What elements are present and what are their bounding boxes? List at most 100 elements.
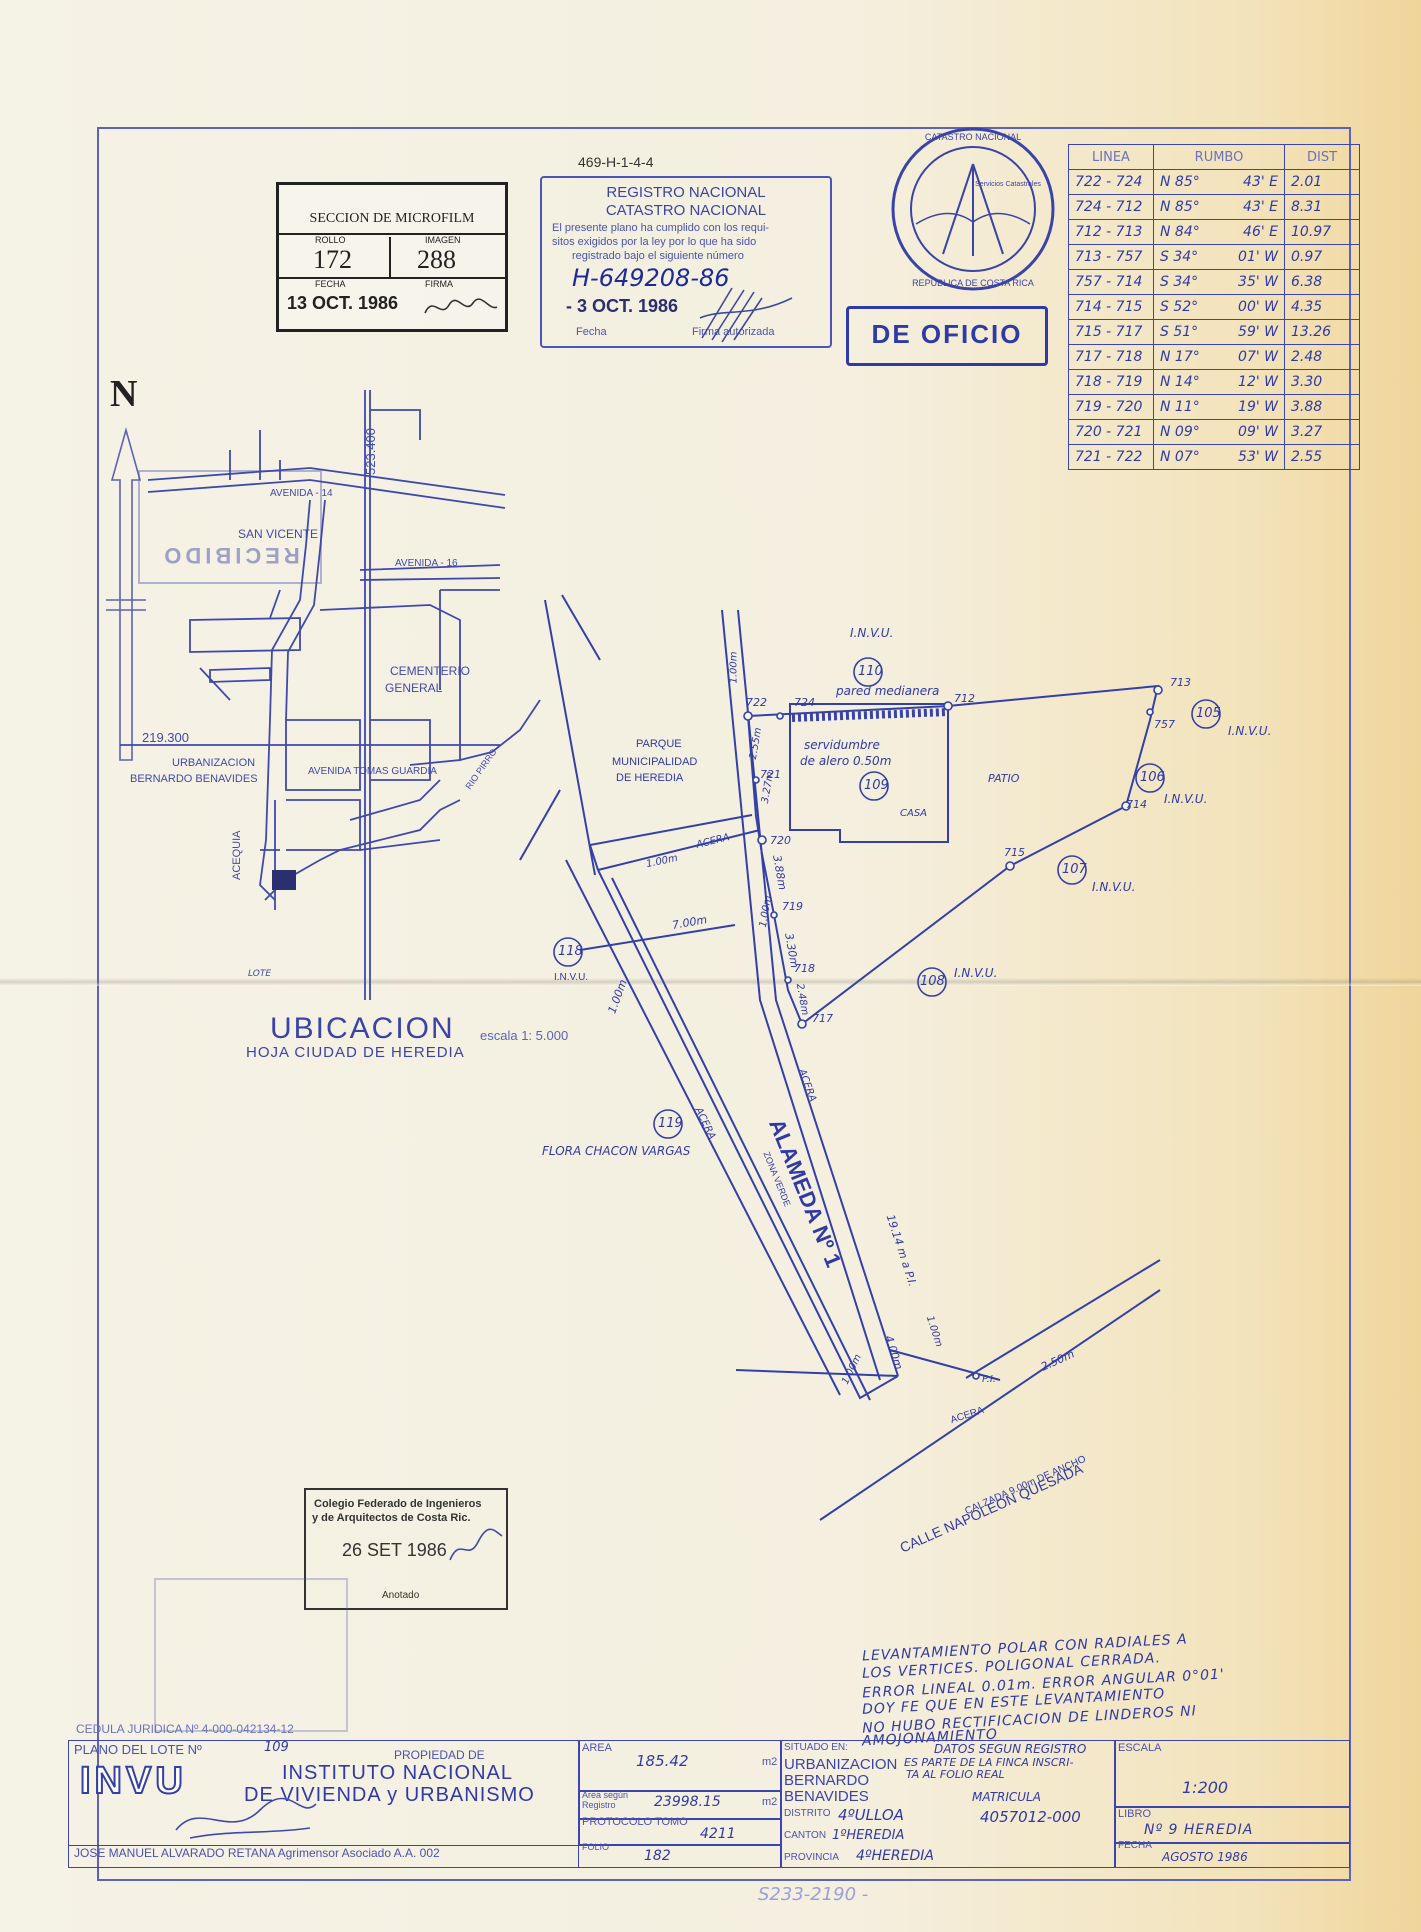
col-rumbo: RUMBO xyxy=(1153,144,1285,170)
canton-label: CANTON xyxy=(784,1830,827,1841)
escala-value: 1:200 xyxy=(1182,1778,1229,1797)
protocolo-label: PROTOCOLO TOMO xyxy=(582,1816,688,1828)
canton-value: 1ºHEREDIA xyxy=(832,1828,905,1843)
colegio-line2: y de Arquitectos de Costa Ric. xyxy=(312,1512,471,1524)
registro-fecha-label: Fecha xyxy=(576,326,607,338)
lot-105: 105 xyxy=(1196,706,1221,721)
seal-bottom: REPUBLICA DE COSTA RICA xyxy=(912,278,1034,288)
datos-3: TA AL FOLIO REAL xyxy=(906,1768,1005,1781)
casa-label: CASA xyxy=(900,808,928,819)
avenida-16: AVENIDA - 16 xyxy=(395,558,458,569)
col-dist: DIST xyxy=(1284,144,1360,170)
situado-3: BENAVIDES xyxy=(784,1788,869,1805)
ubicacion-hoja: HOJA CIUDAD DE HEREDIA xyxy=(246,1044,465,1061)
area-label: AREA xyxy=(582,1742,612,1754)
area-reg-label2: Registro xyxy=(582,1800,616,1810)
san-vicente: SAN VICENTE xyxy=(238,527,318,541)
area-reg-value: 23998.15 xyxy=(654,1794,721,1810)
area-reg-cell xyxy=(578,1790,782,1820)
invu-106: I.N.V.U. xyxy=(1164,792,1208,806)
cementerio: CEMENTERIO xyxy=(390,664,470,678)
vertex-718: 718 xyxy=(794,962,815,975)
libro-cell xyxy=(1114,1806,1350,1844)
servidumbre-2: de alero 0.50m xyxy=(800,754,892,768)
lot-118: 118 xyxy=(558,944,583,959)
bernardo: BERNARDO BENAVIDES xyxy=(130,773,258,785)
area-reg-unit: m2 xyxy=(762,1796,778,1808)
libro-value: Nº 9 HEREDIA xyxy=(1144,1822,1254,1838)
rollo-value: 172 xyxy=(313,245,352,274)
provincia-value: 4ºHEREDIA xyxy=(856,1848,934,1864)
colegio-anotado: Anotado xyxy=(382,1590,420,1601)
lote-label: LOTE xyxy=(248,969,271,979)
invu-105: I.N.V.U. xyxy=(1228,724,1272,738)
colegio-stamp: Colegio Federado de Ingenieros y de Arqu… xyxy=(304,1488,508,1610)
faded-stamp xyxy=(154,1578,348,1732)
vertex-714: 714 xyxy=(1126,798,1147,811)
folio-label: FOLIO xyxy=(582,1842,610,1852)
matricula-value: 4057012-000 xyxy=(980,1808,1081,1826)
situado-1: URBANIZACION xyxy=(784,1756,898,1773)
ubicacion-title: UBICACION xyxy=(270,1012,455,1045)
escala-cell xyxy=(1114,1740,1350,1808)
vertex-757: 757 xyxy=(1154,718,1175,731)
north-label: N xyxy=(110,373,138,415)
escala-label: ESCALA xyxy=(1118,1742,1162,1754)
file-code: 469-H-1-4-4 xyxy=(578,154,654,170)
microfilm-date: 13 OCT. 1986 xyxy=(287,293,399,313)
registro-line1: REGISTRO NACIONAL xyxy=(606,184,766,201)
vertex-722: 722 xyxy=(746,696,767,709)
flora-chacon: FLORA CHACON VARGAS xyxy=(542,1144,691,1158)
vertex-724: 724 xyxy=(794,696,815,709)
vertex-721: 721 xyxy=(760,768,781,781)
authorized-signature xyxy=(699,287,793,343)
distrito-label: DISTRITO xyxy=(784,1808,831,1819)
situado-2: BERNARDO xyxy=(784,1772,870,1789)
colegio-signature xyxy=(449,1528,503,1561)
general: GENERAL xyxy=(385,681,443,695)
invu-top: I.N.V.U. xyxy=(850,626,894,640)
avenida-tomas: AVENIDA TOMAS GUARDIA xyxy=(308,766,437,777)
coord-x: 219.300 xyxy=(142,730,189,745)
pi-label: P.I. xyxy=(982,1374,996,1385)
location-map: 523.400 219.300 AVENIDA - 14 AVENIDA - 1… xyxy=(120,390,541,1000)
agrimensor-signature xyxy=(175,1797,317,1839)
area-cell xyxy=(578,1740,782,1792)
ubicacion-scale: escala 1: 5.000 xyxy=(480,1028,569,1043)
rollo-label: ROLLO xyxy=(315,235,346,245)
area-value: 185.42 xyxy=(636,1752,689,1770)
vertex-712: 712 xyxy=(954,692,975,705)
col-linea: LINEA xyxy=(1068,144,1154,170)
registro-text2: sitos exigidos por la ley por lo que ha … xyxy=(552,236,757,248)
folio-cell xyxy=(578,1844,782,1868)
cedula-juridica: CEDULA JURIDICA Nº 4-000-042134-12 xyxy=(76,1722,294,1736)
provincia-label: PROVINCIA xyxy=(784,1852,840,1863)
fecha-value: AGOSTO 1986 xyxy=(1162,1850,1248,1864)
registro-stamp: REGISTRO NACIONAL CATASTRO NACIONAL El p… xyxy=(540,176,832,348)
area-unit: m2 xyxy=(762,1756,778,1768)
imagen-label: IMAGEN xyxy=(425,235,461,245)
registro-text1: El presente plano ha cumplido con los re… xyxy=(552,222,770,234)
north-arrow-icon xyxy=(106,427,146,761)
vertex-719: 719 xyxy=(782,900,803,913)
lot-108: 108 xyxy=(920,974,945,989)
seal-center: Servicios Catastrales xyxy=(975,181,1041,188)
vertex-715: 715 xyxy=(1004,846,1025,859)
libro-label: LIBRO xyxy=(1118,1808,1152,1820)
registro-date: - 3 OCT. 1986 xyxy=(566,296,679,316)
protocolo-cell xyxy=(578,1818,782,1846)
footer-code: S233-2190 - xyxy=(758,1884,869,1905)
registro-number: H-649208-86 xyxy=(572,264,730,292)
dist-100m-top: 1.00m xyxy=(728,651,740,684)
lot-119: 119 xyxy=(658,1116,683,1131)
